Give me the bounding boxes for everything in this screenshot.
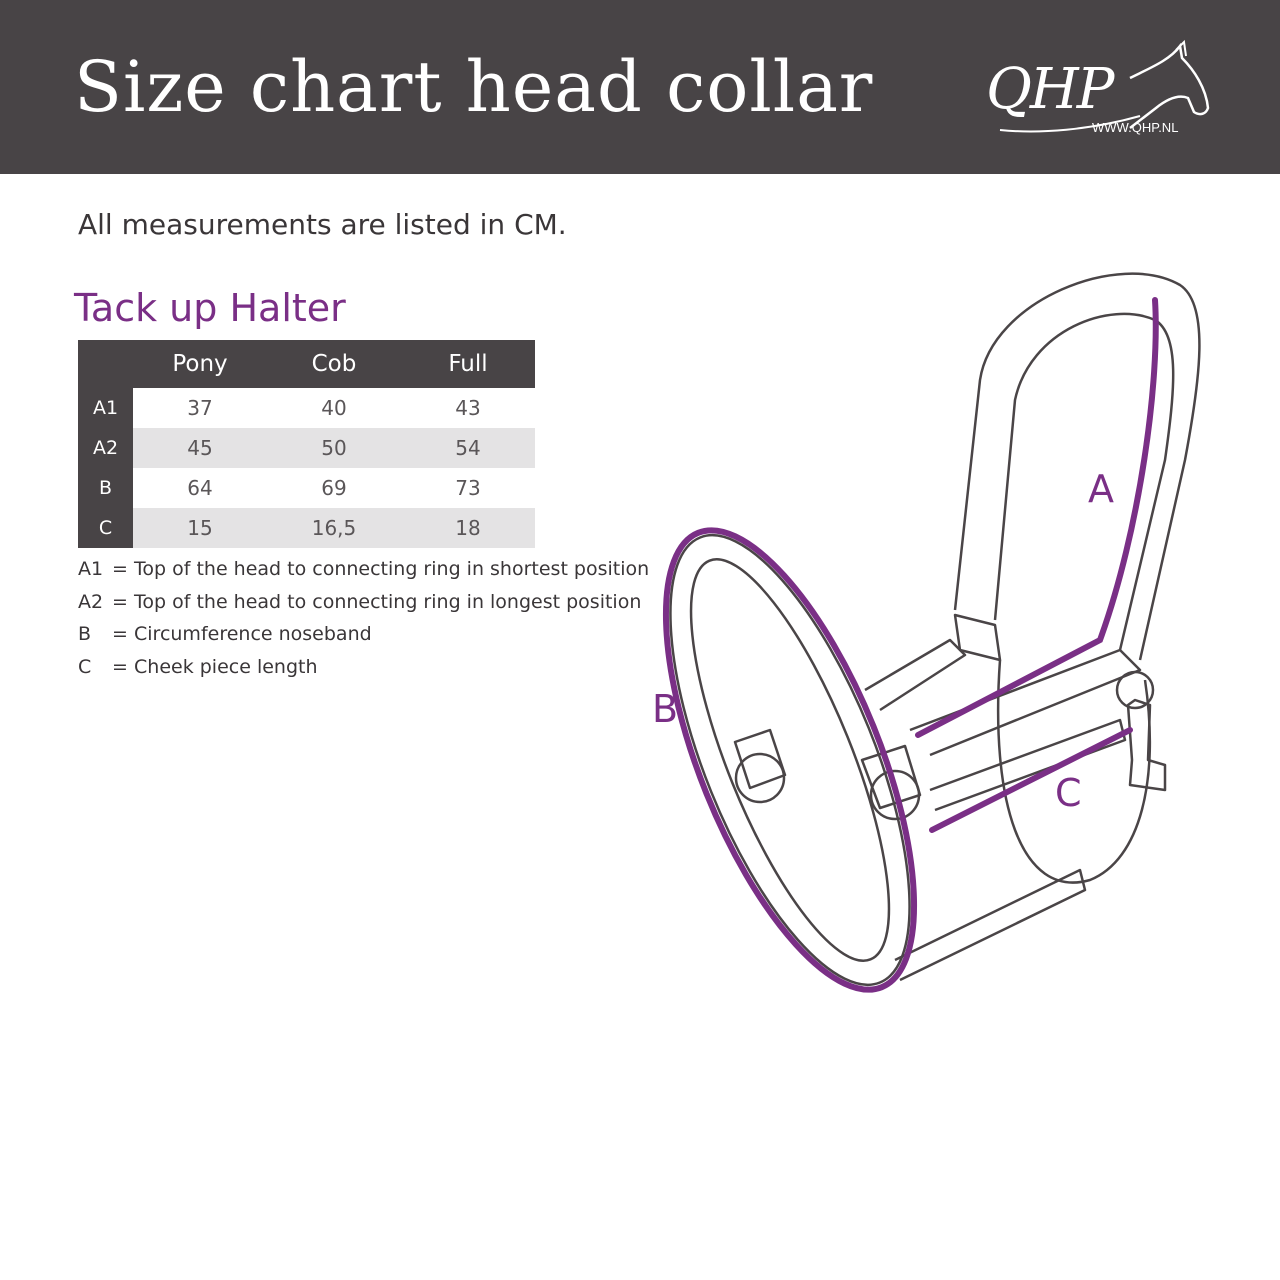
noseband-outer [669, 533, 911, 987]
page-title: Size chart head collar [74, 46, 874, 128]
legend-text: = Circumference noseband [112, 623, 372, 645]
legend-item: A1 = Top of the head to connecting ring … [78, 556, 649, 589]
measurement-lines [662, 297, 1159, 993]
row-label: A1 [78, 388, 133, 428]
legend-text: = Top of the head to connecting ring in … [112, 558, 650, 580]
row-label: B [78, 468, 133, 508]
table-cell: 37 [187, 396, 213, 420]
table-cell: 18 [401, 508, 535, 548]
table-row: B 64 69 73 [78, 468, 535, 508]
table-cell: 64 [187, 476, 213, 500]
legend-code: B [78, 623, 92, 645]
label-b: B [652, 687, 678, 731]
table-row: C 15 16,5 18 [78, 508, 535, 548]
section-title: Tack up Halter [74, 286, 346, 330]
table-cell: 43 [455, 396, 481, 420]
cheekpiece-right-bottom [929, 718, 1127, 812]
noseband-inner [689, 558, 891, 962]
logo-url: WWW.QHP.NL [1092, 120, 1179, 135]
ring-right [1115, 670, 1155, 710]
table-cell: 73 [455, 476, 481, 500]
label-a: A [1088, 467, 1114, 511]
halter-outline [669, 272, 1201, 987]
legend-item: C = Cheek piece length [78, 654, 649, 687]
crownpiece-outer [953, 272, 1201, 661]
table-cell: 50 [267, 428, 401, 468]
column-header-pony: Pony [133, 340, 267, 388]
table-row: A2 45 50 54 [78, 428, 535, 468]
buckle-front [860, 744, 922, 810]
table-cell: 45 [133, 428, 267, 468]
crownpiece-inner [993, 312, 1175, 651]
chin-strap [894, 868, 1087, 982]
buckle-left [733, 728, 787, 790]
legend-text: = Top of the head to connecting ring in … [112, 590, 642, 613]
header-bar: Size chart head collar QHP WWW.QHP.NL [0, 0, 1280, 174]
buckle-top [953, 613, 1002, 662]
column-header-cob: Cob [267, 340, 401, 388]
size-table: Pony Cob Full A1 37 40 43 A2 45 50 54 B … [78, 340, 535, 548]
table-cell: 69 [321, 476, 347, 500]
measure-b-loop [662, 527, 918, 993]
halter-diagram: A B C [652, 272, 1201, 993]
label-c: C [1055, 771, 1082, 815]
table-corner [78, 340, 133, 388]
units-note: All measurements are listed in CM. [78, 208, 567, 241]
legend-text: = Cheek piece length [112, 655, 318, 678]
row-label: A2 [78, 428, 133, 468]
table-cell: 54 [401, 428, 535, 468]
table-header-row: Pony Cob Full [78, 340, 535, 388]
cheekpiece-left [864, 638, 967, 712]
table-cell: 40 [321, 396, 347, 420]
table-row: A1 37 40 43 [78, 388, 535, 428]
legend-code: A1 [78, 558, 104, 580]
legend-code: C [78, 655, 92, 678]
throat-strap [996, 659, 1152, 884]
table-cell: 15 [133, 508, 267, 548]
table-cell: 16,5 [267, 508, 401, 548]
measure-a-line [915, 297, 1159, 738]
column-header-full: Full [401, 340, 535, 388]
row-label: C [78, 508, 133, 548]
measure-c-line [929, 727, 1133, 833]
measurement-legend: A1 = Top of the head to connecting ring … [78, 556, 649, 686]
ring-left [734, 752, 786, 804]
legend-code: A2 [78, 590, 104, 613]
cheekpiece-right-top [909, 648, 1142, 757]
qhp-logo: QHP WWW.QHP.NL [980, 38, 1220, 148]
legend-item: A2 = Top of the head to connecting ring … [78, 589, 649, 622]
logo-text: QHP [986, 57, 1114, 122]
legend-item: B = Circumference noseband [78, 621, 649, 654]
horse-head-icon [999, 39, 1210, 133]
snap-hook [1126, 698, 1167, 792]
